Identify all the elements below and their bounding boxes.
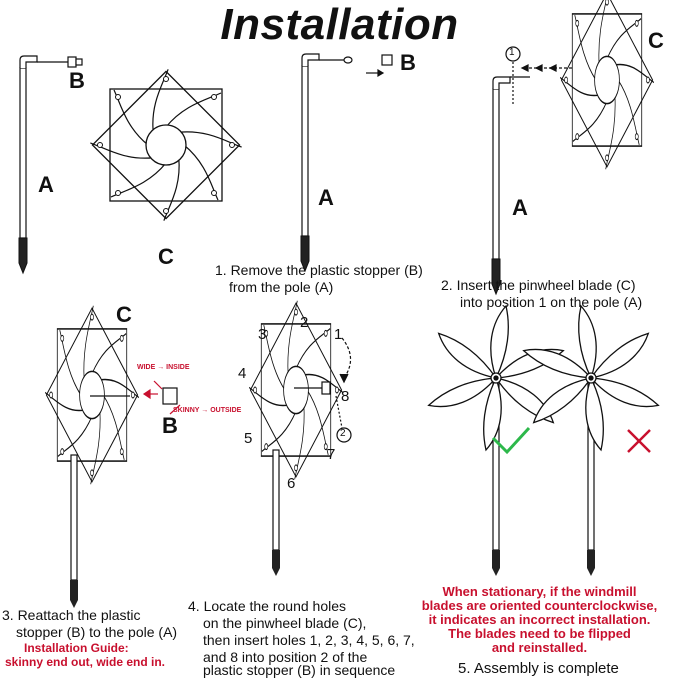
position-1-marker: 1 [509,47,515,58]
stopper-b-illustration-4 [90,380,181,415]
hole-number-6: 6 [287,475,296,492]
pinwheel-c-illustration-4 [44,304,140,486]
step-1-line-1: 1. Remove the plastic stopper (B) [215,262,423,278]
page-title: Installation [220,0,459,49]
step-2-line-2: into position 1 on the pole (A) [460,294,643,310]
label-c-4: C [116,302,132,327]
installation-guide-text: skinny end out, wide end in. [5,655,166,669]
label-a-3: A [512,195,528,220]
stopper-b-illustration-1 [37,56,83,68]
step-4-line-2: on the pinwheel blade (C), [203,615,367,631]
pole-a-illustration-3 [491,76,511,295]
step-5-complete: 5. Assembly is complete [458,660,619,677]
pinwheel-correct-illustration [426,305,566,576]
label-b-4: B [162,413,178,438]
pole-a-illustration-4 [70,454,78,608]
warning-line-4: The blades need to be flipped [448,626,631,641]
label-b-2: B [400,50,416,75]
pole-a-illustration-1 [18,55,38,274]
insert-arrows [505,46,572,105]
step-1-line-2: from the pole (A) [229,279,334,295]
label-a-2: A [318,185,334,210]
pinwheel-incorrect-illustration [521,305,661,576]
warning-line-5: and reinstalled. [491,640,588,655]
step-3-line-2: stopper (B) to the pole (A) [16,624,178,640]
cross-icon [627,429,651,453]
step-4-line-5: plastic stopper (B) in sequence [203,662,396,678]
label-b-1: B [69,68,85,93]
pinwheel-c-illustration-1 [89,68,243,222]
step-4-line-4: and 8 into position 2 of the [203,649,368,665]
warning-line-3: it indicates an incorrect installation. [428,612,651,627]
warning-line-1: When stationary, if the windmill [442,584,637,599]
step-3-line-1: 3. Reattach the plastic [2,607,141,623]
hole-number-2: 2 [300,314,309,331]
label-c-3: C [648,28,664,53]
hole-number-1: 1 [334,326,343,343]
check-icon [491,426,531,455]
pole-a-illustration-2 [300,53,320,272]
hole-number-4: 4 [238,365,247,382]
step-4-line-1: 4. Locate the round holes [188,598,347,614]
skinny-outside-annotation: SKINNY → OUTSIDE [173,407,242,414]
installation-guide-title: Installation Guide: [24,641,129,655]
hole-sequence-arrows [294,337,352,443]
hole-number-8: 8 [341,388,350,405]
label-a-1: A [38,172,54,197]
step-2-line-1: 2. Insert the pinwheel blade (C) [441,277,636,293]
stopper-b-illustration-2 [319,54,393,78]
wide-inside-annotation: WIDE → INSIDE [137,364,190,371]
pole-a-illustration-5 [272,449,280,576]
label-c-1: C [158,244,174,269]
hole-number-3: 3 [258,326,267,343]
orientation-warning: When stationary, if the windmill blades … [400,585,679,655]
hole-number-5: 5 [244,430,253,447]
hole-number-7: 7 [327,446,336,463]
position-2-marker: 2 [340,428,346,439]
warning-line-2: blades are oriented counterclockwise, [421,598,658,613]
step-4-line-3: then insert holes 1, 2, 3, 4, 5, 6, 7, [203,632,415,648]
pinwheel-c-illustration-3 [559,0,655,171]
